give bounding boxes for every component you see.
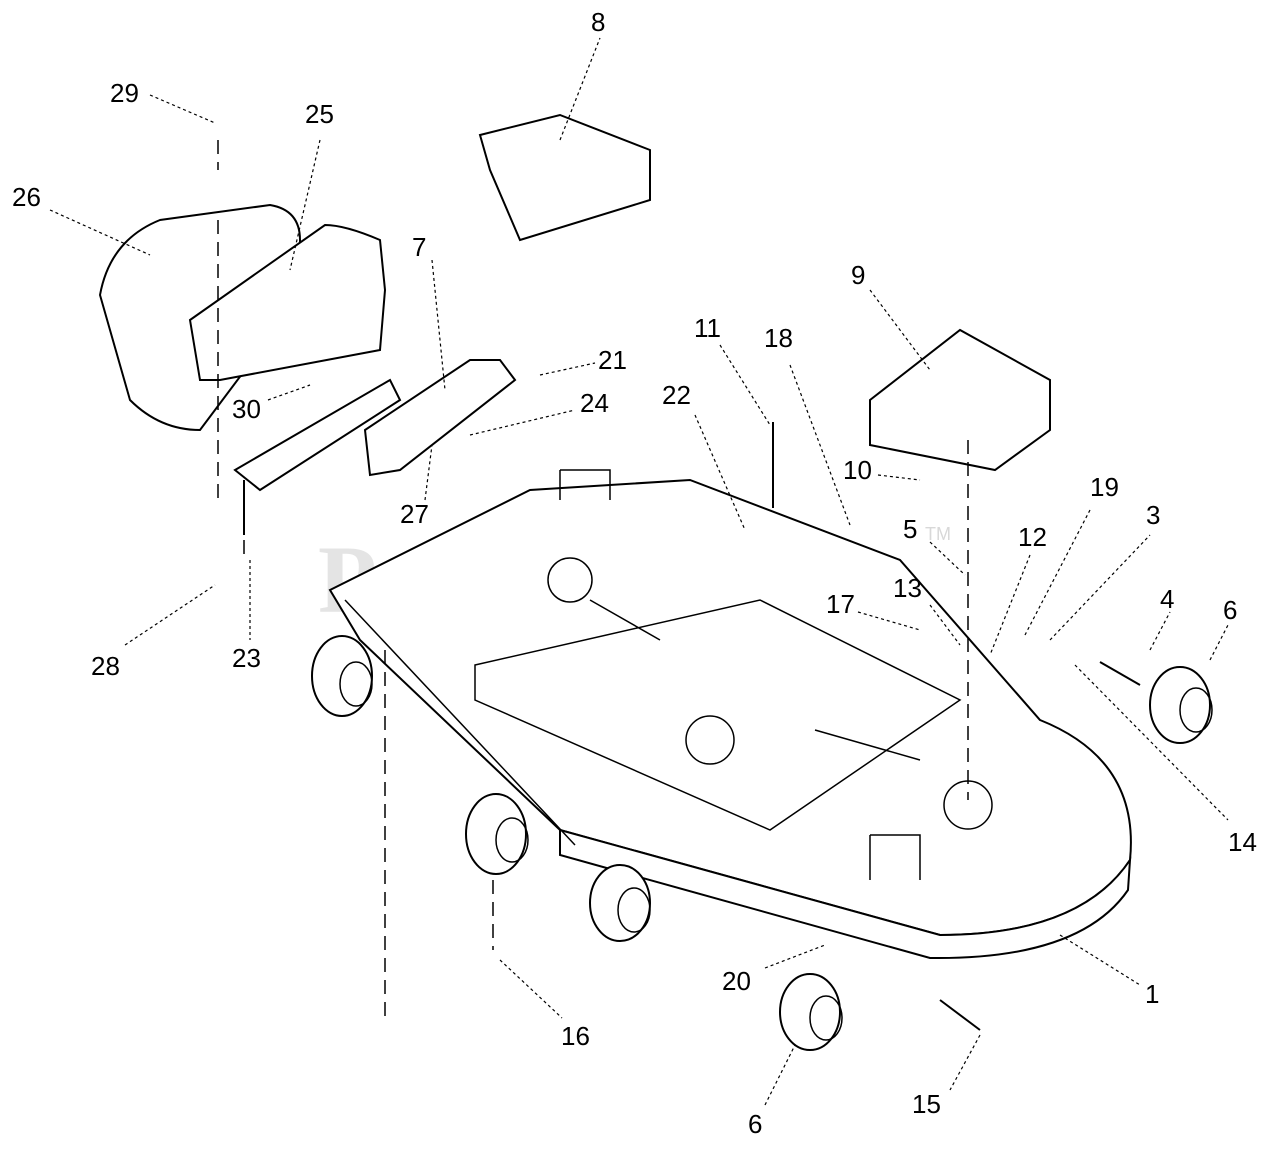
callout-21: 21 <box>539 345 627 376</box>
svg-text:15: 15 <box>912 1089 941 1119</box>
callout-6-bottom: 6 <box>748 1044 796 1139</box>
svg-text:4: 4 <box>1160 584 1174 614</box>
callout-8: 8 <box>559 7 605 141</box>
callout-15: 15 <box>912 1034 981 1119</box>
wheel-mid-left <box>465 793 529 875</box>
callout-13: 13 <box>893 573 961 646</box>
svg-text:18: 18 <box>764 323 793 353</box>
pin-part-4 <box>1099 661 1141 686</box>
bolt-part-15 <box>939 999 981 1031</box>
svg-text:21: 21 <box>598 345 627 375</box>
svg-text:5: 5 <box>903 514 917 544</box>
mower-deck <box>328 469 1132 960</box>
callout-11: 11 <box>694 313 771 426</box>
wheel-right <box>1149 666 1213 744</box>
wheel-front-center <box>589 864 651 942</box>
svg-text:14: 14 <box>1228 827 1257 857</box>
svg-text:9: 9 <box>851 260 865 290</box>
svg-text:23: 23 <box>232 643 261 673</box>
svg-text:8: 8 <box>591 7 605 37</box>
callout-1: 1 <box>1059 934 1159 1009</box>
callout-27: 27 <box>400 444 433 529</box>
svg-text:25: 25 <box>305 99 334 129</box>
callout-23: 23 <box>232 560 261 673</box>
svg-text:6: 6 <box>748 1109 762 1139</box>
svg-text:20: 20 <box>722 966 751 996</box>
callout-29: 29 <box>110 78 216 124</box>
callout-6-right: 6 <box>1209 595 1237 661</box>
svg-text:7: 7 <box>412 232 426 262</box>
callout-7: 7 <box>412 232 446 391</box>
svg-text:17: 17 <box>826 589 855 619</box>
callout-20: 20 <box>722 944 826 996</box>
svg-text:28: 28 <box>91 651 120 681</box>
svg-text:12: 12 <box>1018 522 1047 552</box>
svg-text:22: 22 <box>662 380 691 410</box>
callout-16: 16 <box>499 959 590 1051</box>
callout-10: 10 <box>843 455 921 485</box>
svg-text:29: 29 <box>110 78 139 108</box>
svg-text:16: 16 <box>561 1021 590 1051</box>
callout-4: 4 <box>1149 584 1174 651</box>
callout-25: 25 <box>289 99 334 271</box>
watermark-tm: TM <box>925 524 951 544</box>
plate-part-30 <box>233 378 402 492</box>
svg-text:1: 1 <box>1145 979 1159 1009</box>
callout-24: 24 <box>469 388 609 436</box>
callout-17: 17 <box>826 589 921 631</box>
svg-text:19: 19 <box>1090 472 1119 502</box>
svg-text:27: 27 <box>400 499 429 529</box>
callout-18: 18 <box>764 323 851 526</box>
svg-text:11: 11 <box>694 313 721 343</box>
callout-19: 19 <box>1024 472 1119 636</box>
wheel-bottom <box>779 973 843 1051</box>
bracket-part-7 <box>363 359 517 477</box>
svg-text:30: 30 <box>232 394 261 424</box>
shield-part-9 <box>869 328 1051 472</box>
wheel-front-left <box>311 635 373 717</box>
svg-text:13: 13 <box>893 573 922 603</box>
callout-3: 3 <box>1049 500 1160 641</box>
svg-text:26: 26 <box>12 182 41 212</box>
callout-5: 5 <box>903 514 966 576</box>
callout-14: 14 <box>1074 664 1257 857</box>
svg-text:6: 6 <box>1223 595 1237 625</box>
callout-9: 9 <box>851 260 931 371</box>
callout-22: 22 <box>662 380 746 531</box>
svg-text:10: 10 <box>843 455 872 485</box>
shield-part-8 <box>478 113 651 242</box>
callout-26: 26 <box>12 182 151 256</box>
svg-text:3: 3 <box>1146 500 1160 530</box>
callout-12: 12 <box>989 522 1047 656</box>
callout-30: 30 <box>232 384 311 424</box>
bracket-part-25 <box>188 223 387 381</box>
svg-text:24: 24 <box>580 388 609 418</box>
callout-28: 28 <box>91 584 216 681</box>
